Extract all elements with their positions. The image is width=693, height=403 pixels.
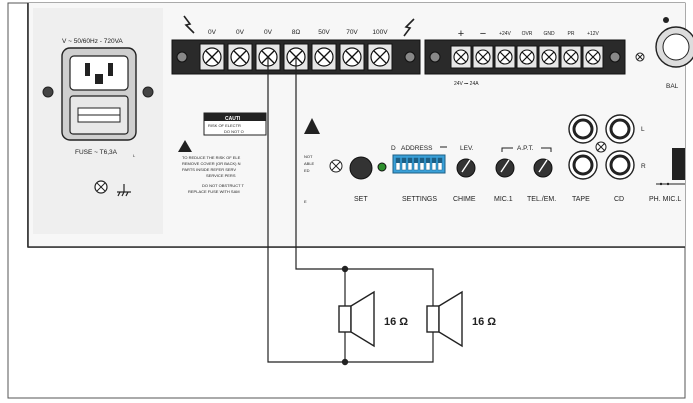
caution-text: TO REDUCE THE RISK OF ELE bbox=[182, 155, 241, 160]
lightning-icon bbox=[183, 15, 195, 34]
control-terminal-label: + bbox=[458, 28, 464, 40]
speaker-impedance: 16 Ω bbox=[472, 316, 496, 328]
warning-icon bbox=[304, 118, 320, 134]
speaker-2: 16 Ω bbox=[426, 290, 496, 348]
balanced-label: BAL bbox=[666, 83, 679, 90]
fuse-sub-label: L bbox=[133, 153, 136, 158]
lev-label: LEV. bbox=[460, 145, 474, 152]
control-terminal bbox=[516, 45, 538, 69]
dip-d-label: D bbox=[391, 145, 396, 152]
junction-dot bbox=[341, 265, 349, 273]
tel-knob bbox=[533, 158, 553, 178]
caution-title: CAUTI bbox=[225, 116, 241, 122]
speaker-impedance: 16 Ω bbox=[384, 316, 408, 328]
control-note: 24V ⎓ 24A bbox=[454, 81, 479, 87]
speaker-1: 16 Ω bbox=[338, 290, 408, 348]
speaker-terminal bbox=[367, 43, 393, 71]
dip-lever-knob bbox=[432, 158, 436, 163]
tape-label: TAPE bbox=[572, 196, 590, 203]
control-terminal bbox=[582, 45, 604, 69]
wire-8-ohm bbox=[295, 57, 434, 306]
caution-side-text: NOT bbox=[304, 154, 313, 159]
speaker-terminal-label: 50V bbox=[318, 29, 330, 36]
rca-r-label: R bbox=[641, 163, 646, 170]
dip-lever-knob bbox=[438, 158, 442, 163]
control-terminal-strip: + − +24V OVR GND PR +12V 24V ⎓ 24A BAL bbox=[424, 17, 693, 90]
control-terminal-label: PR bbox=[568, 31, 575, 37]
caution-side-text: ABLE bbox=[304, 161, 315, 166]
dip-lever-knob bbox=[426, 158, 430, 163]
caution-text: DO NOT OBSTRUCT T bbox=[202, 183, 245, 188]
phono-switch bbox=[656, 148, 685, 186]
voltage-label: V ~ 50/60Hz - 720VA bbox=[62, 38, 123, 45]
caution-side-text: E bbox=[304, 199, 307, 204]
ph-mic-label: PH. MIC.L bbox=[649, 196, 681, 203]
control-terminal bbox=[560, 45, 582, 69]
dip-address-label: ADDRESS bbox=[401, 145, 433, 152]
junction-dot bbox=[341, 358, 349, 366]
chime-knob bbox=[456, 158, 476, 178]
caution-line: RISK OF ELECTR bbox=[208, 123, 241, 128]
caution-text: SERVICE PERS bbox=[206, 173, 236, 178]
set-label: SET bbox=[354, 196, 368, 203]
tel-label: TEL./EM. bbox=[527, 196, 556, 203]
control-terminal-label: − bbox=[480, 28, 486, 40]
speaker-wiring bbox=[267, 57, 434, 366]
dip-lever-knob bbox=[408, 158, 412, 163]
control-terminal-label: +12V bbox=[587, 31, 599, 37]
rca-cd-l bbox=[605, 114, 635, 144]
speaker-terminal-label: 0V bbox=[208, 29, 217, 36]
mic1-knob bbox=[495, 158, 515, 178]
caution-text: REPLACE FUSE WITH SAM bbox=[188, 189, 240, 194]
speaker-terminal bbox=[227, 43, 253, 71]
caution-side-text: ED bbox=[304, 168, 310, 173]
rca-cd-r bbox=[605, 150, 635, 180]
caution-block: CAUTI RISK OF ELECTR DO NOT O TO REDUCE … bbox=[178, 112, 320, 204]
dip-lever-knob bbox=[402, 158, 406, 163]
fuse-label: FUSE ~ T6,3A bbox=[75, 149, 118, 156]
cd-label: CD bbox=[614, 196, 624, 203]
control-terminal bbox=[494, 45, 516, 69]
control-terminal-label: +24V bbox=[499, 31, 511, 37]
speaker-terminal-strip: 0V 0V 0V 8Ω 50V 70V 100V bbox=[171, 15, 421, 75]
rca-l-label: L bbox=[641, 126, 645, 133]
speaker-terminal-label: 8Ω bbox=[292, 29, 301, 36]
mic1-label: MIC.1 bbox=[494, 196, 513, 203]
speaker-terminal-label: 0V bbox=[236, 29, 245, 36]
dip-lever-knob bbox=[414, 158, 418, 163]
speaker-terminal-label: 70V bbox=[346, 29, 358, 36]
speaker-icon bbox=[426, 305, 440, 333]
status-led bbox=[377, 162, 387, 172]
caution-line: DO NOT O bbox=[224, 129, 244, 134]
control-terminal-label: OVR bbox=[522, 31, 533, 37]
dip-lever-knob bbox=[396, 158, 400, 163]
chime-label: CHIME bbox=[453, 196, 476, 203]
settings-label: SETTINGS bbox=[402, 196, 437, 203]
earth-ground-icon bbox=[117, 184, 131, 197]
control-terminal bbox=[450, 45, 472, 69]
control-terminal bbox=[472, 45, 494, 69]
set-button bbox=[349, 156, 373, 180]
control-terminal bbox=[538, 45, 560, 69]
controls-row: D ADDRESS LEV. A.P.T. bbox=[329, 114, 685, 203]
caution-text: PARTS INSIDE REFER SERV bbox=[182, 167, 236, 172]
speaker-icon bbox=[338, 305, 352, 333]
dip-switch bbox=[392, 154, 446, 174]
speaker-terminal-label: 100V bbox=[372, 29, 388, 36]
wire-common bbox=[267, 57, 434, 363]
lightning-icon bbox=[403, 18, 415, 37]
rca-tape-l bbox=[568, 114, 598, 144]
dip-lever-knob bbox=[420, 158, 424, 163]
speaker-terminal-label: 0V bbox=[264, 29, 273, 36]
speaker-terminal bbox=[311, 43, 337, 71]
apt-label: A.P.T. bbox=[517, 145, 534, 152]
rca-tape-r bbox=[568, 150, 598, 180]
caution-text: REMOVE COVER (OR BACK) N bbox=[182, 161, 241, 166]
speaker-terminal bbox=[339, 43, 365, 71]
speaker-terminal bbox=[199, 43, 225, 71]
power-inlet: V ~ 50/60Hz - 720VA FUSE ~ T6,3A L bbox=[42, 38, 154, 197]
control-terminal-label: GND bbox=[543, 31, 555, 37]
